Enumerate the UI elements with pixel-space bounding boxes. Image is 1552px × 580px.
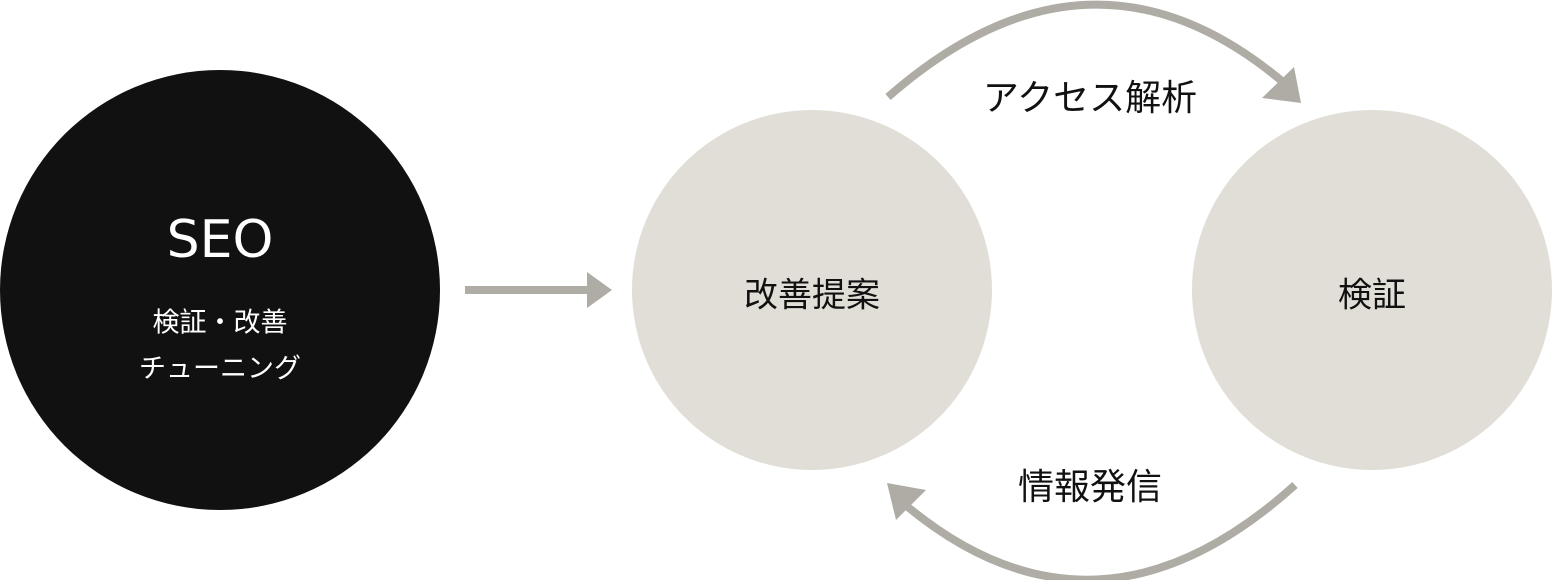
right-arrow — [465, 272, 612, 308]
seo-title: SEO — [166, 210, 274, 270]
verify-label: 検証 — [1338, 275, 1406, 316]
bottom-arrow-label: 情報発信 — [1017, 467, 1163, 508]
seo-line2: チューニング — [139, 353, 301, 385]
seo-circle — [0, 70, 440, 510]
top-arrow-label: アクセス解析 — [982, 78, 1198, 119]
seo-line1: 検証・改善 — [152, 307, 288, 339]
top-cycle-arrow — [885, 0, 1301, 103]
proposal-circle — [632, 110, 992, 470]
proposal-label: 改善提案 — [744, 275, 880, 316]
verify-circle — [1192, 110, 1552, 470]
